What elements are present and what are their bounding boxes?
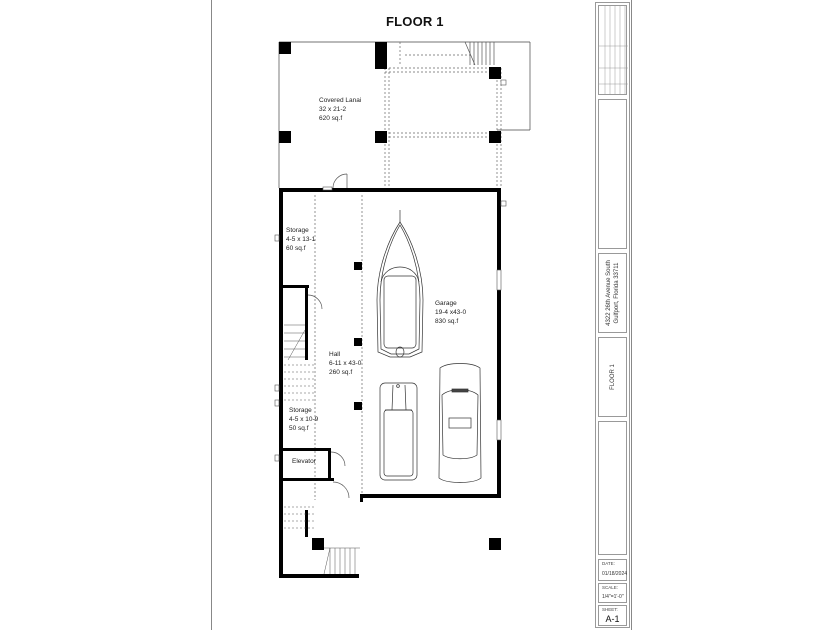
room-label-elevator: Elevator <box>292 457 316 466</box>
title-block-blank-2 <box>598 421 627 555</box>
revision-grid-lines <box>599 6 628 94</box>
room-name: Storage <box>286 227 309 234</box>
revision-grid <box>598 5 628 95</box>
suv-icon <box>379 382 418 481</box>
room-dims: 4-5 x 13-1 <box>286 236 316 243</box>
room-area: 260 sq.f <box>329 369 353 376</box>
scale-label: SCALE: <box>602 585 619 590</box>
drawing-title: FLOOR 1 <box>386 14 444 29</box>
date-value: 01/18/2024 <box>602 571 628 577</box>
room-label-storage-upper: Storage 4-5 x 13-1 60 sq.f <box>286 226 315 253</box>
boat-icon <box>376 210 424 358</box>
sheet-name: FLOOR 1 <box>609 364 616 390</box>
scale-value: 1/4"=1'-0" <box>602 594 624 600</box>
date-box: DATE: 01/18/2024 <box>598 559 627 581</box>
sheet-number-box: SHEET: A-1 <box>598 605 627 626</box>
sedan-icon <box>438 363 482 483</box>
room-area: 620 sq.f <box>319 115 343 122</box>
title-block-blank <box>598 99 627 249</box>
room-dims: 32 x 21-2 <box>319 106 347 113</box>
room-label-covered-lanai: Covered Lanai 32 x 21-2 620 sq.f <box>319 96 361 123</box>
room-area: 830 sq.f <box>435 318 459 325</box>
room-name: Storage <box>289 407 312 414</box>
room-name: Hall <box>329 351 341 358</box>
title-block: 4322 26th Avenue South Gulfport, Florida… <box>595 2 630 628</box>
title-block-address: 4322 26th Avenue South Gulfport, Florida… <box>598 253 627 333</box>
room-dims: 19-4 x43-0 <box>435 309 467 316</box>
room-dims: 6-11 x 43-0 <box>329 360 362 367</box>
room-name: Garage <box>435 300 457 307</box>
title-block-sheet-name: FLOOR 1 <box>598 337 627 417</box>
scale-box: SCALE: 1/4"=1'-0" <box>598 583 627 603</box>
room-label-storage-lower: Storage 4-5 x 10-9 50 sq.f <box>289 406 318 433</box>
room-area: 60 sq.f <box>286 245 306 252</box>
room-name: Elevator <box>292 458 316 465</box>
address-line-2: Gulfport, Florida 33711 <box>613 262 620 324</box>
room-area: 50 sq.f <box>289 425 309 432</box>
room-dims: 4-5 x 10-9 <box>289 416 319 423</box>
room-label-garage: Garage 19-4 x43-0 830 sq.f <box>435 299 466 326</box>
address-line-1: 4322 26th Avenue South <box>605 260 612 326</box>
room-label-hall: Hall 6-11 x 43-0 260 sq.f <box>329 350 361 377</box>
room-name: Covered Lanai <box>319 97 362 104</box>
date-label: DATE: <box>602 561 615 566</box>
project-address: 4322 26th Avenue South Gulfport, Florida… <box>605 260 621 326</box>
sheet-number: A-1 <box>605 614 620 624</box>
sheet-label: SHEET: <box>602 607 618 612</box>
